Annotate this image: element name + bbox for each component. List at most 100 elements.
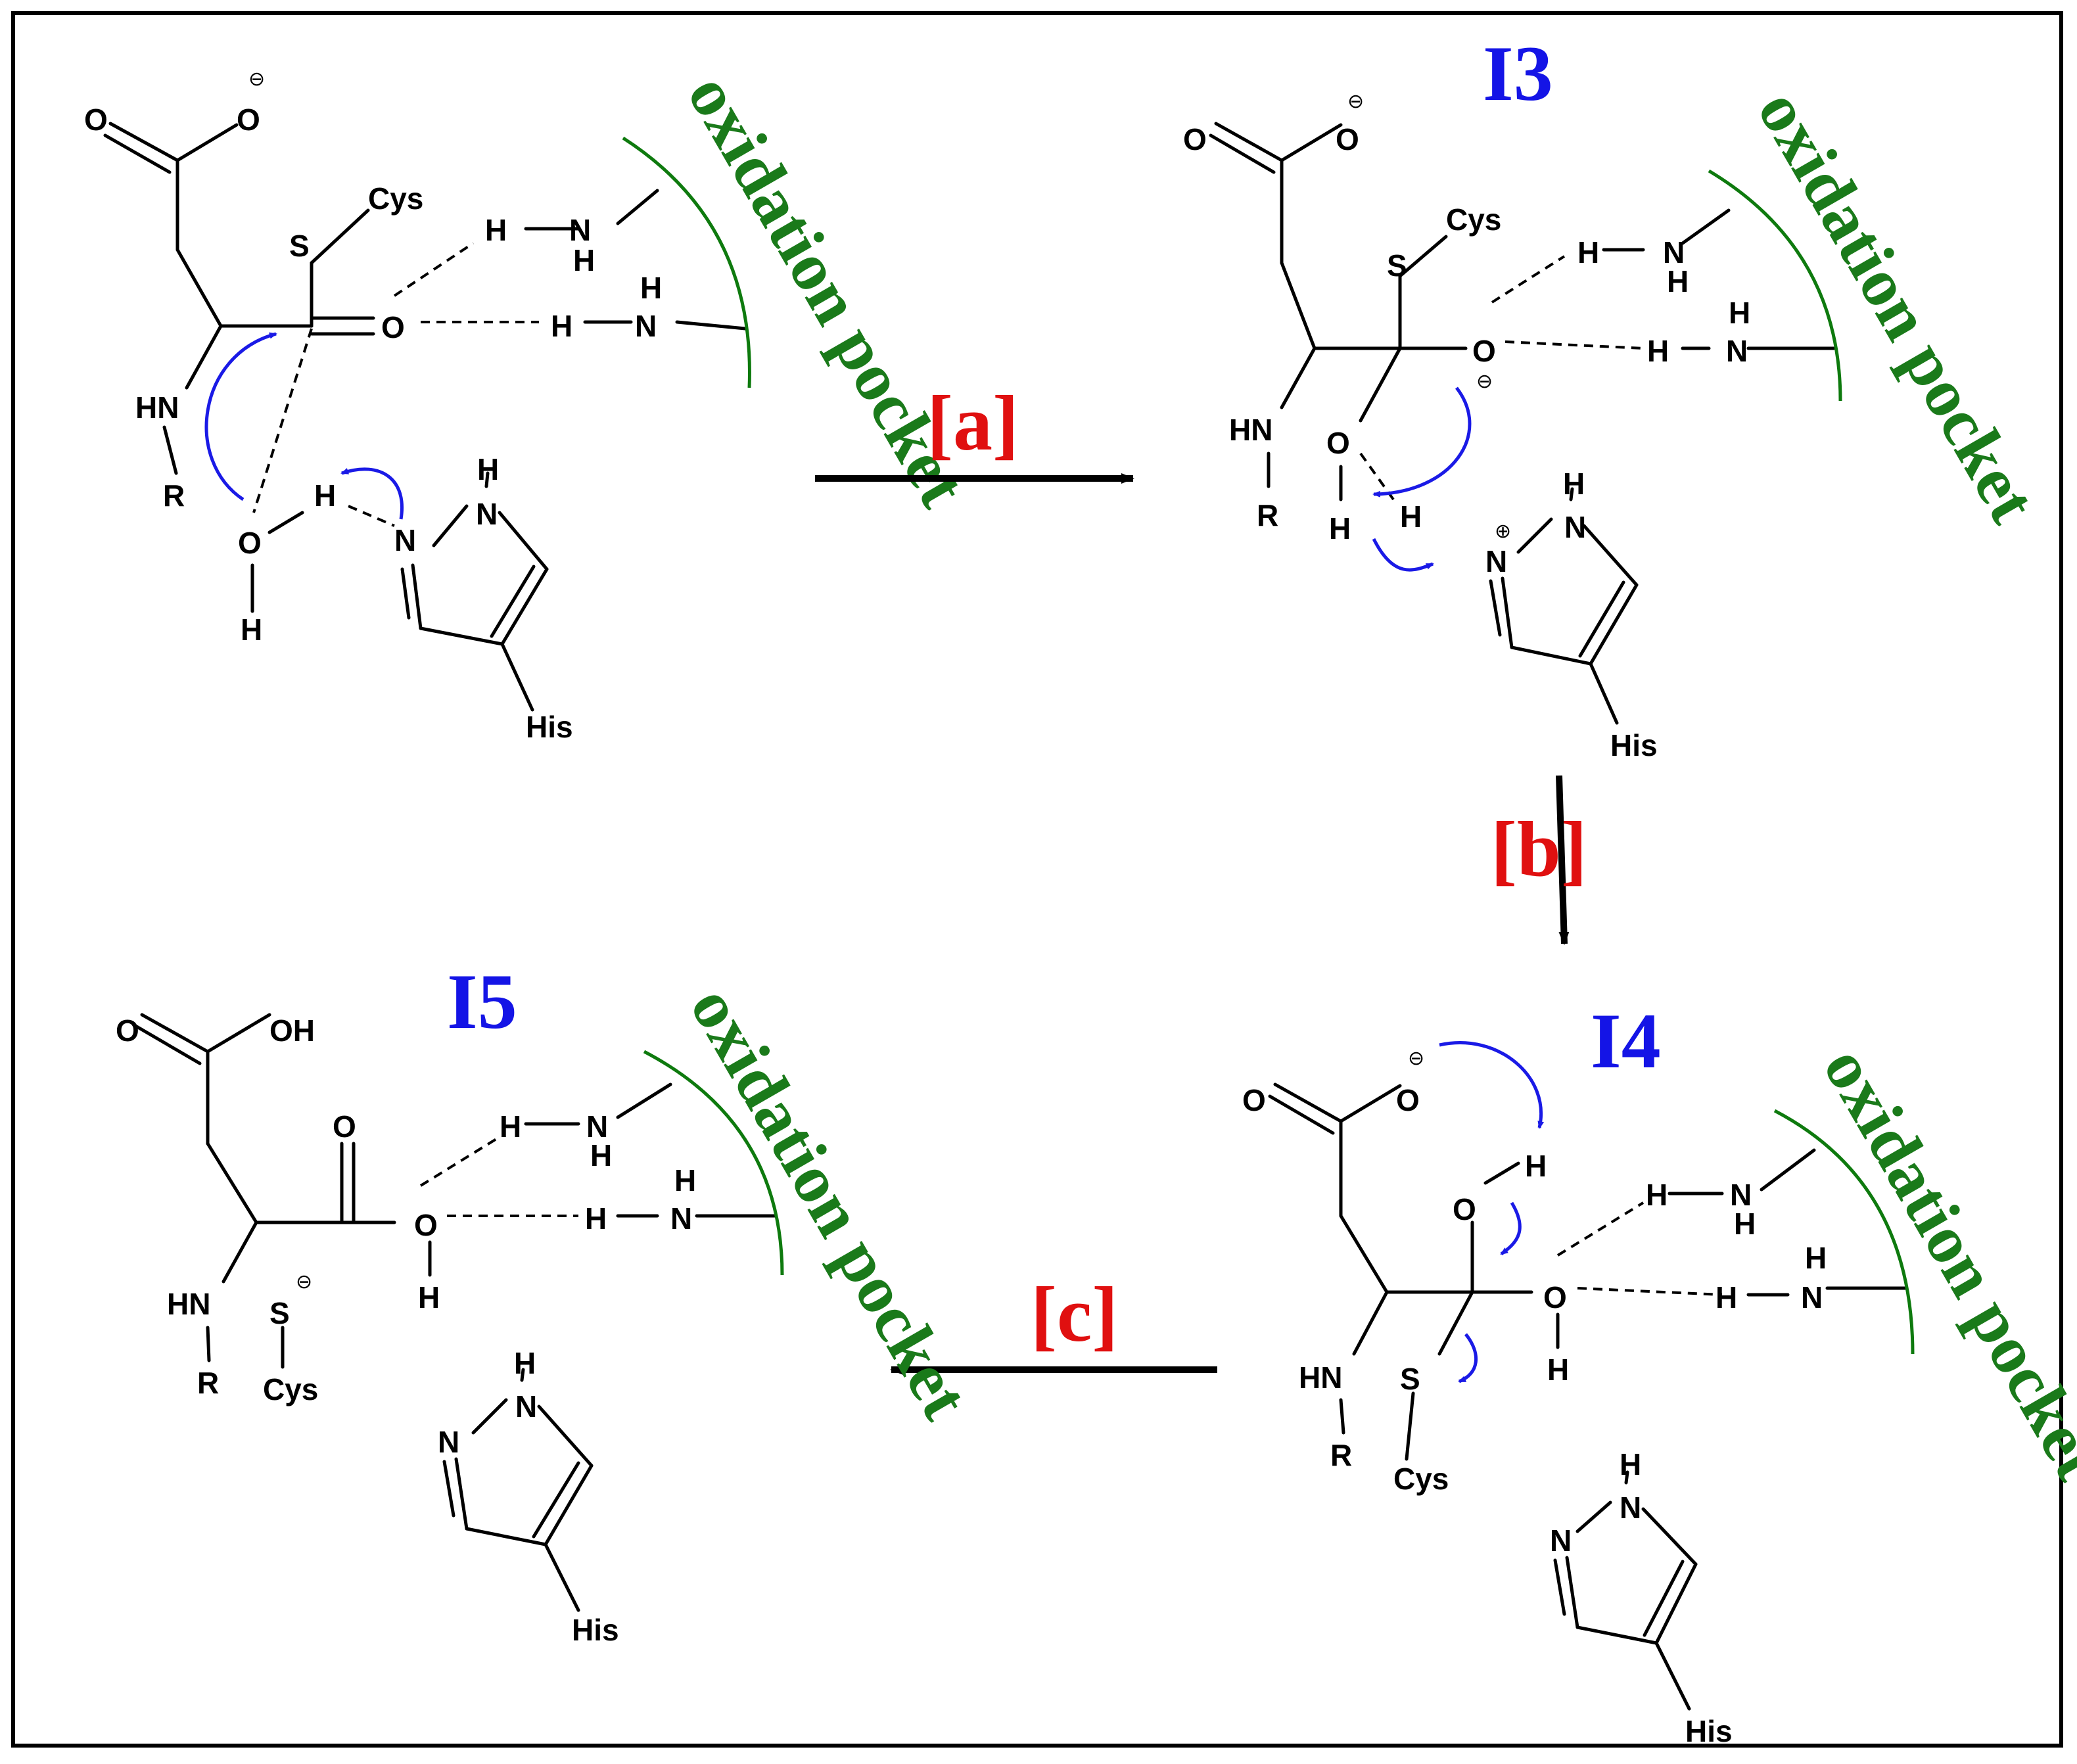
atom-h: H [1525, 1149, 1547, 1183]
intermediate-label-i3: I3 [1483, 30, 1553, 117]
label-his: His [572, 1613, 619, 1647]
atom-o: O [237, 103, 260, 137]
atom-h: H [573, 243, 595, 277]
step-label-c: [c] [1031, 1270, 1118, 1358]
label-cys: Cys [263, 1372, 318, 1406]
label-his: His [1685, 1714, 1733, 1748]
atom-o: O [1326, 426, 1350, 460]
atom-n: N [1663, 235, 1685, 269]
pocket-label: oxidation pocket [1743, 78, 2051, 535]
atom-h: H [1577, 235, 1599, 269]
label-his: His [1610, 728, 1658, 762]
minus-charge: ⊖ [1476, 371, 1493, 392]
atom-h: H [585, 1201, 607, 1236]
atom-n: N [1801, 1280, 1823, 1314]
label-cys: Cys [1446, 202, 1501, 237]
atom-n: N [1730, 1178, 1752, 1212]
atom-n: N [476, 497, 498, 531]
atom-n: N [394, 523, 416, 557]
atom-h: H [1805, 1241, 1827, 1275]
atom-h: H [314, 478, 336, 513]
atom-r: R [197, 1366, 219, 1400]
atom-h: H [1729, 296, 1750, 330]
atom-o: O [1472, 334, 1496, 368]
atom-o: O [1396, 1083, 1420, 1117]
atom-o: O [414, 1208, 438, 1242]
intermediate-label-i4: I4 [1591, 997, 1661, 1084]
atom-n: N [515, 1389, 537, 1424]
step-label-a: [a] [927, 379, 1019, 467]
atom-r: R [1330, 1438, 1352, 1472]
outer-frame [11, 11, 2063, 1748]
atom-s: S [289, 229, 310, 263]
panel-intermediate-i5: I5 [116, 958, 983, 1647]
atom-h: H [1647, 334, 1669, 368]
step-label-b: [b] [1491, 805, 1587, 893]
atom-h: H [500, 1109, 521, 1144]
label-his: His [526, 710, 573, 744]
atom-o: O [1336, 122, 1359, 156]
pocket-label: oxidation pocket [676, 974, 983, 1431]
atom-h: H [1563, 467, 1585, 501]
label-cys: Cys [368, 181, 423, 216]
atom-o: O [1453, 1192, 1476, 1226]
atom-hn: HN [1229, 413, 1272, 447]
atom-o: O [333, 1109, 356, 1144]
minus-charge: ⊖ [1347, 91, 1364, 112]
atom-hn: HN [1299, 1360, 1342, 1395]
atom-oh: OH [269, 1013, 315, 1048]
minus-charge: ⊖ [248, 68, 265, 90]
panel-intermediate-i4: I4 [1242, 997, 2077, 1748]
atom-h: H [418, 1280, 440, 1314]
atom-r: R [1257, 498, 1278, 532]
minus-charge: ⊖ [1408, 1048, 1424, 1069]
atom-h: H [1620, 1447, 1641, 1481]
atom-h: H [640, 271, 662, 305]
panel-intermediate-i3: I3 [1183, 30, 2051, 762]
atom-h: H [1734, 1207, 1756, 1241]
atom-n: N [1564, 510, 1586, 544]
atom-n: N [1726, 334, 1748, 368]
atom-h: H [551, 309, 572, 343]
reaction-arrow-b [1556, 775, 1570, 945]
minus-charge: ⊖ [296, 1271, 312, 1293]
atom-h: H [1400, 499, 1422, 534]
atom-n: N [670, 1201, 692, 1236]
atom-h: H [590, 1138, 612, 1172]
atom-o: O [84, 103, 108, 137]
atom-n: N [1485, 544, 1507, 578]
atom-hn: HN [167, 1287, 210, 1321]
atom-s: S [1387, 248, 1407, 283]
atom-r: R [163, 478, 185, 513]
atom-o: O [1242, 1083, 1266, 1117]
atom-h: H [1329, 511, 1351, 545]
atom-hn: HN [135, 390, 179, 425]
atom-h: H [1646, 1178, 1668, 1212]
atom-s: S [269, 1296, 290, 1330]
atom-h: H [1667, 264, 1689, 298]
atom-h: H [477, 452, 499, 486]
atom-n: N [1550, 1523, 1572, 1558]
atom-h: H [1715, 1280, 1737, 1314]
atom-n: N [569, 213, 591, 247]
atom-n: N [586, 1109, 608, 1144]
atom-h: H [1547, 1353, 1569, 1387]
atom-o: O [238, 526, 262, 560]
atom-h: H [485, 213, 507, 247]
atom-o: O [1543, 1280, 1567, 1314]
atom-h: H [514, 1346, 536, 1380]
atom-h: H [674, 1163, 696, 1197]
label-cys: Cys [1393, 1462, 1449, 1496]
atom-o: O [381, 310, 405, 344]
atom-n: N [438, 1425, 459, 1459]
atom-o: O [1183, 122, 1207, 156]
atom-n: N [1620, 1491, 1641, 1525]
panel-starting-complex: O O ⊖ S Cys O HN R O H H N N H His H N H… [84, 62, 981, 744]
intermediate-label-i5: I5 [447, 958, 517, 1045]
atom-n: N [635, 309, 657, 343]
plus-charge: ⊕ [1495, 521, 1511, 542]
atom-s: S [1400, 1362, 1420, 1396]
atom-o: O [116, 1013, 139, 1048]
atom-h: H [241, 613, 262, 647]
